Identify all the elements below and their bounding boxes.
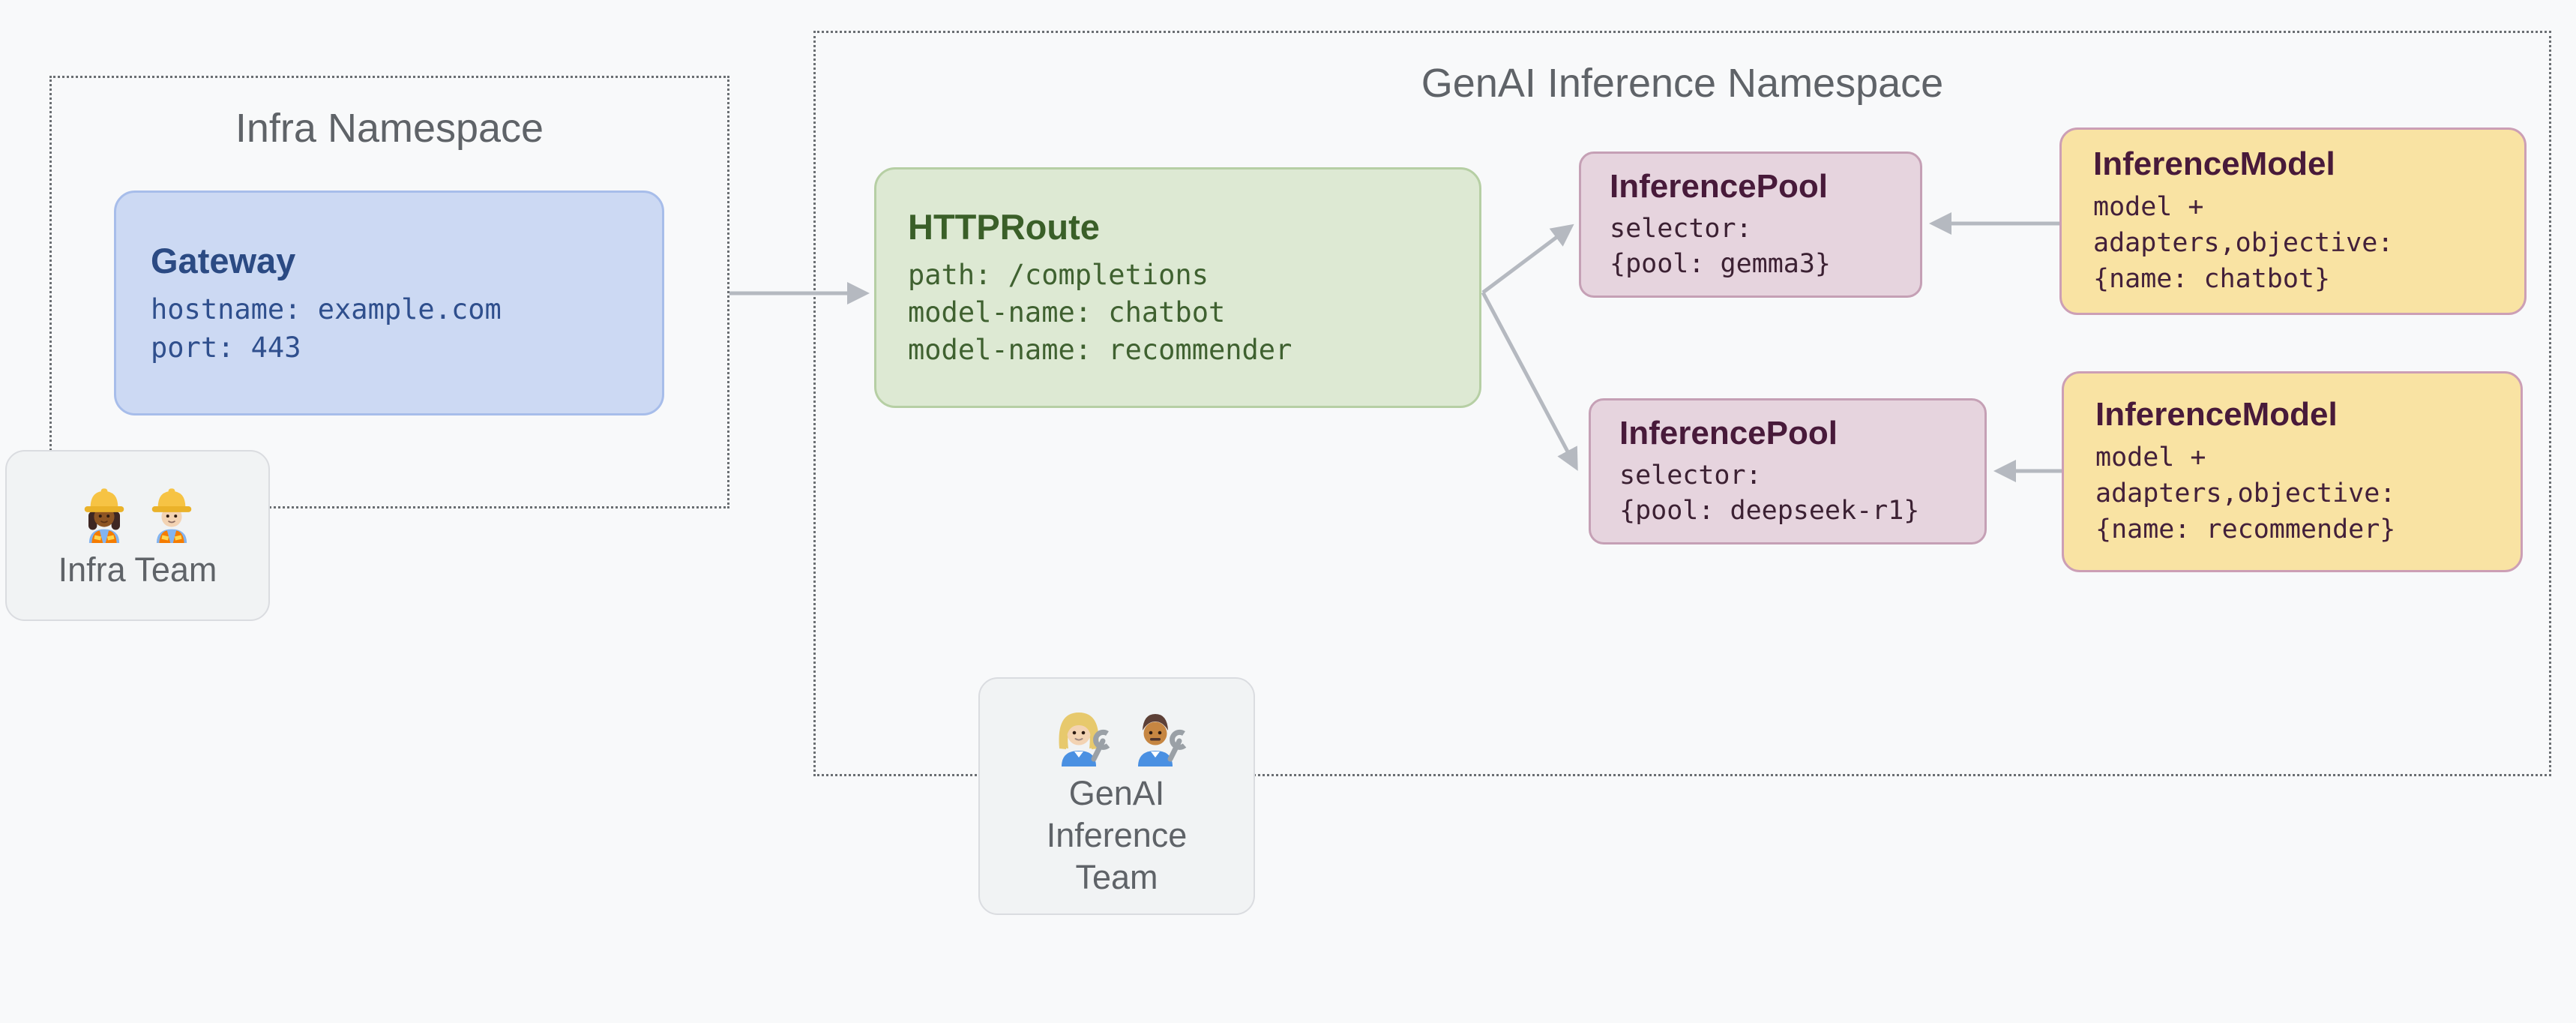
inference-model-recommender-node: InferenceModel model + adapters,objectiv…	[2062, 371, 2523, 572]
infra-namespace-box: Infra Namespace	[49, 76, 729, 508]
gateway-node: Gateway hostname: example.com port: 443	[114, 190, 664, 416]
gateway-spec: hostname: example.com port: 443	[151, 292, 502, 364]
man-construction-worker-icon	[151, 488, 191, 543]
genai-team-label: GenAI Inference Team	[1046, 773, 1188, 896]
woman-construction-worker-icon	[84, 488, 124, 543]
inference-pool-title: InferencePool	[1610, 167, 1828, 205]
httproute-node: HTTPRoute path: /completions model-name:…	[874, 167, 1481, 408]
genai-namespace-box: GenAI Inference Namespace	[813, 31, 2551, 776]
inference-pool-title: InferencePool	[1619, 414, 1838, 452]
inference-model-chatbot-node: InferenceModel model + adapters,objectiv…	[2059, 128, 2527, 315]
infra-team-label: Infra Team	[58, 550, 217, 589]
inference-model-title: InferenceModel	[2093, 146, 2335, 182]
edge-httproute-to-pool2	[1481, 291, 1578, 471]
inference-model-spec: model + adapters,objective: {name: chatb…	[2093, 192, 2394, 294]
edge-httproute-to-pool1	[1481, 224, 1574, 294]
httproute-title: HTTPRoute	[908, 207, 1100, 247]
genai-team-emojis	[1043, 694, 1191, 766]
man-mechanic-icon	[1137, 713, 1186, 766]
inference-model-spec: model + adapters,objective: {name: recom…	[2095, 442, 2396, 544]
httproute-spec: path: /completions model-name: chatbot m…	[908, 259, 1292, 366]
inference-pool-gemma3-node: InferencePool selector: {pool: gemma3}	[1579, 152, 1922, 298]
inference-pool-deepseek-r1-node: InferencePool selector: {pool: deepseek-…	[1589, 398, 1987, 544]
infra-team-box: Infra Team	[5, 450, 270, 621]
infra-namespace-title: Infra Namespace	[235, 106, 544, 151]
inference-pool-spec: selector: {pool: gemma3}	[1610, 213, 1832, 279]
gateway-title: Gateway	[151, 240, 296, 280]
genai-team-box: GenAI Inference Team	[978, 677, 1255, 915]
woman-mechanic-icon	[1059, 712, 1110, 766]
inference-model-title: InferenceModel	[2095, 396, 2338, 433]
infra-team-emojis	[73, 480, 203, 543]
genai-namespace-title: GenAI Inference Namespace	[1421, 61, 1944, 106]
inference-pool-spec: selector: {pool: deepseek-r1}	[1619, 460, 1920, 526]
